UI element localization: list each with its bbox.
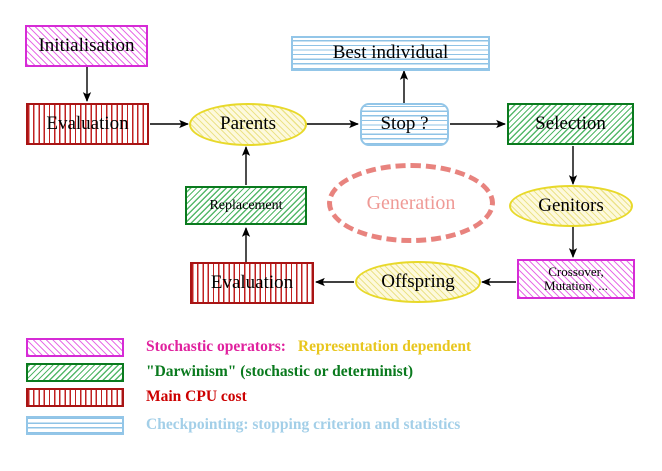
node-parents-label: Parents: [220, 113, 276, 135]
node-evaluation-top[interactable]: Evaluation: [26, 103, 149, 145]
node-genitors-label: Genitors: [538, 194, 604, 216]
node-stop[interactable]: Stop ?: [360, 103, 449, 146]
legend-row-main-cpu-cost: Main CPU cost: [26, 385, 247, 409]
legend-row-stochastic-operators: Stochastic operators: Representation depe…: [26, 335, 471, 359]
legend-label-main-cpu-cost: Main CPU cost: [146, 388, 247, 405]
legend-swatch-green: [26, 362, 124, 382]
legend-row-darwinism: "Darwinism" (stochastic or determinist): [26, 360, 413, 384]
legend-row-checkpointing: Checkpointing: stopping criterion and st…: [26, 413, 460, 437]
node-best-individual[interactable]: Best individual: [291, 36, 490, 71]
node-evaluation-bottom-label: Evaluation: [210, 271, 294, 293]
node-evaluation-bottom[interactable]: Evaluation: [190, 262, 314, 304]
node-selection[interactable]: Selection: [507, 103, 634, 145]
legend-label-checkpointing: Checkpointing: stopping criterion and st…: [146, 416, 461, 433]
node-selection-label: Selection: [535, 112, 606, 134]
node-best-individual-label: Best individual: [332, 42, 449, 64]
node-replacement[interactable]: Replacement: [185, 186, 307, 225]
legend-label-stochastic-operators: Stochastic operators: Representation depe…: [146, 338, 471, 356]
node-stop-label: Stop ?: [380, 113, 429, 135]
node-parents[interactable]: Parents: [189, 103, 307, 146]
node-initialisation-label: Initialisation: [38, 34, 135, 56]
node-initialisation[interactable]: Initialisation: [25, 25, 148, 67]
legend-label-representation-dependent: Representation dependent: [297, 338, 472, 355]
node-genitors[interactable]: Genitors: [509, 185, 633, 227]
generation-cycle-ellipse: Generation: [327, 163, 495, 243]
legend-swatch-red: [26, 387, 124, 407]
legend-label-stochastic-operators-text: Stochastic operators:: [146, 338, 286, 355]
legend-swatch-magenta: [26, 337, 124, 357]
node-offspring[interactable]: Offspring: [355, 261, 481, 303]
legend-swatch-blue: [26, 415, 124, 435]
generation-label: Generation: [366, 191, 456, 214]
node-crossover-mutation-label: Crossover, Mutation, ...: [544, 263, 608, 293]
node-replacement-label: Replacement: [209, 197, 283, 213]
node-evaluation-top-label: Evaluation: [46, 112, 129, 134]
node-offspring-label: Offspring: [381, 270, 455, 292]
legend-label-darwinism: "Darwinism" (stochastic or determinist): [146, 363, 414, 380]
node-crossover-mutation[interactable]: Crossover, Mutation, ...: [517, 259, 635, 299]
